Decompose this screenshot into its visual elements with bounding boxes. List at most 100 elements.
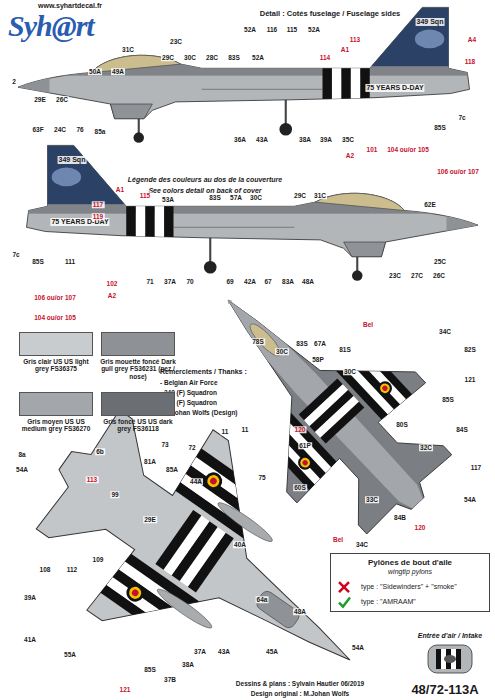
callout-number-red: A2 <box>107 292 117 299</box>
callout-label: 31C <box>313 192 327 199</box>
callout-number-red: 101 <box>366 146 379 153</box>
callout-label: 48A <box>301 278 315 285</box>
callout-label: Légende des couleurs au dos de la couver… <box>127 176 283 184</box>
callout-label: 39A <box>23 594 37 601</box>
callout-label: 83S <box>227 54 241 61</box>
callout-label: 121 <box>464 376 477 383</box>
callout-label: 83A <box>281 278 295 285</box>
callout-label: 32C <box>419 444 433 451</box>
color-swatch <box>101 392 175 416</box>
callout-number-red: 102 <box>106 280 119 287</box>
callout-label: 73 <box>160 441 169 448</box>
callout-label: 85S <box>31 258 45 265</box>
callout-label: 28C <box>205 54 219 61</box>
callout-label: 29C <box>293 192 307 199</box>
callout-label: 84B <box>393 514 407 521</box>
callout-label: 81A <box>143 458 157 465</box>
callout-label: 71 <box>145 278 154 285</box>
callout-label: 23C <box>388 272 402 279</box>
callout-label: 80S <box>395 421 409 428</box>
callout-label: 76 <box>75 126 84 133</box>
callout-label: Dessins & plans : Sylvain Hautier 06/201… <box>235 680 365 687</box>
callout-label: 7c <box>11 251 20 258</box>
legend-entry: Gris clair US US light grey FS36375 <box>18 332 94 373</box>
callout-label: 85S <box>433 124 447 131</box>
callout-label: 48A <box>293 608 307 615</box>
callout-label: 37A <box>193 648 207 655</box>
callout-label: 85S <box>143 666 157 673</box>
callout-label: 43A <box>217 648 231 655</box>
callout-label: 50A <box>88 68 102 75</box>
color-swatch <box>19 332 93 356</box>
callout-label: 36A <box>233 136 247 143</box>
callout-label: 29E <box>33 96 47 103</box>
callout-label: 61P <box>298 442 312 449</box>
callout-label: - Belgian Air Force <box>160 379 218 386</box>
callout-label: 39A <box>319 136 333 143</box>
callout-label: 54A <box>463 496 477 503</box>
callout-number-red: A1 <box>340 46 350 53</box>
legend-entry: Gris moyen US US medium grey FS36270 <box>18 392 94 433</box>
callout-label: 72 <box>187 444 196 451</box>
callout-number-red: 120 <box>414 524 427 531</box>
callout-label: 38A <box>181 661 195 668</box>
callout-label: 37A <box>163 278 177 285</box>
callout-number-red: Bel <box>362 321 374 328</box>
side-view-right <box>16 137 478 281</box>
callout-label: 30C <box>275 348 289 355</box>
callout-label: 33C <box>365 496 379 503</box>
callout-label: 55A <box>63 651 77 658</box>
callout-label: 11 <box>221 428 230 435</box>
callout-number-red: 118 <box>464 58 477 65</box>
callout-label: 38A <box>298 136 312 143</box>
pylon-text: type : "AMRAAM" <box>337 598 483 606</box>
callout-label: 26C <box>432 272 446 279</box>
callout-label: See colors detail on back of cover <box>147 187 262 195</box>
logo-title: Syh@rt <box>8 9 94 44</box>
callout-label: 48/72-113A <box>410 683 479 698</box>
callout-label: 58P <box>311 356 325 363</box>
callout-number-red: 104 ou/or 105 <box>386 146 430 153</box>
callout-number-red: 104 ou/or 105 <box>33 314 77 321</box>
callout-label: 25C <box>433 258 447 265</box>
callout-number-red: 113 <box>86 476 99 483</box>
callout-number-red: 106 ou/or 107 <box>33 294 77 301</box>
callout-label: 81S <box>338 346 352 353</box>
callout-label: 108 <box>39 566 52 573</box>
callout-label: 23C <box>169 38 183 45</box>
legend-text: Gris foncé US US dark grey FS36118 <box>100 418 176 433</box>
callout-label: 6b <box>95 448 105 455</box>
callout-number-red: 121 <box>119 686 132 693</box>
callout-label: Entrée d'air / Intake <box>417 632 483 640</box>
callout-label: 30C <box>183 54 197 61</box>
callout-label: 85A <box>165 466 179 473</box>
callout-label: 83S <box>208 194 222 201</box>
callout-number-red: 106 ou/or 107 <box>436 168 480 175</box>
pylon-text: Pylônes de bout d'aile <box>337 558 483 568</box>
callout-label: 349 Sqn <box>416 18 445 26</box>
callout-label: 85a <box>94 128 107 135</box>
callout-label: 40A <box>233 541 247 548</box>
callout-label: 78S <box>251 338 265 345</box>
legend-entry: Gris mouette foncé Dark gull grey FS3623… <box>100 332 176 380</box>
callout-number-red: 114 <box>319 54 332 61</box>
callout-number-red: A2 <box>345 152 355 159</box>
callout-label: 84S <box>455 426 469 433</box>
callout-number-red: 120 <box>294 426 307 433</box>
check-icon <box>339 598 350 607</box>
callout-label: 115 <box>286 26 299 33</box>
callout-label: 82S <box>463 346 477 353</box>
callout-label: 67 <box>263 278 272 285</box>
callout-label: 2 <box>11 78 17 85</box>
callout-number-red: A4 <box>467 36 477 43</box>
callout-label: 349 Sqn <box>58 156 87 164</box>
callout-label: 85S <box>441 396 455 403</box>
callout-label: 52A <box>251 54 265 61</box>
callout-label: 70 <box>185 278 194 285</box>
callout-label: 37B <box>163 676 177 683</box>
callout-label: 52A <box>307 26 321 33</box>
legend-text: Gris moyen US US medium grey FS36270 <box>18 418 94 433</box>
callout-label: 45A <box>265 648 279 655</box>
callout-label: 117 <box>470 464 483 471</box>
callout-label: 111 <box>64 258 76 265</box>
